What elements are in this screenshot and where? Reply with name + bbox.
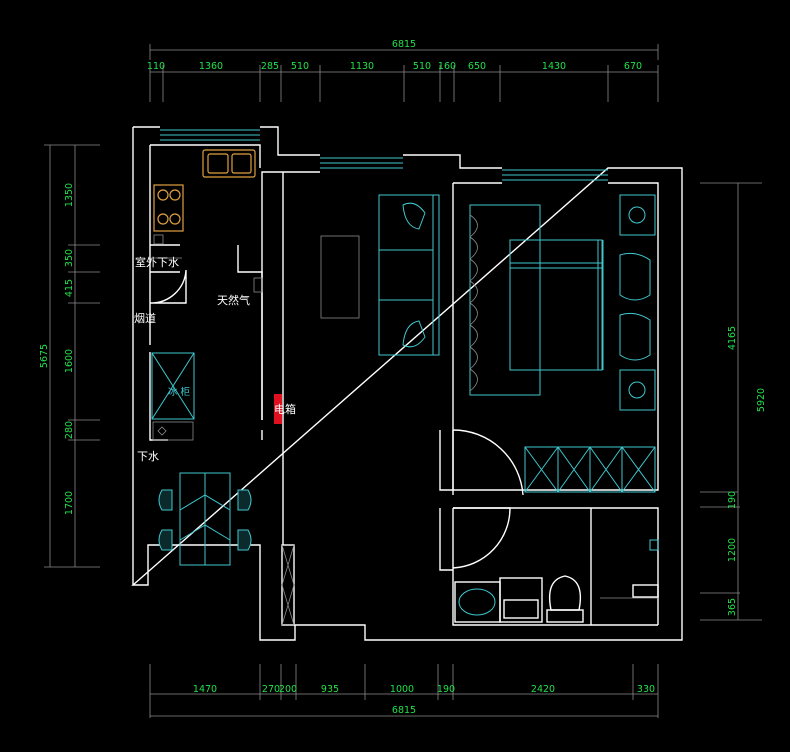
outdoor-drain-label: 室外下水: [135, 255, 179, 269]
bottom-dim-4: 935: [321, 684, 339, 695]
bottom-dim-5: 1000: [390, 684, 414, 695]
electric-box: [274, 394, 282, 424]
bottom-dim-6: 190: [437, 684, 455, 695]
tv-cabinet: [320, 235, 360, 319]
fridge-icon: 冰 柜: [151, 352, 195, 420]
fridge-label: 冰 柜: [168, 386, 191, 398]
top-dim-2: 1360: [199, 61, 223, 72]
wardrobe: [524, 446, 656, 493]
top-dim-4: 510: [291, 61, 309, 72]
right-dim-1: 190: [727, 491, 738, 509]
washing-machine: [499, 577, 543, 623]
flue-label: 烟道: [134, 311, 156, 325]
bottom-dimension-group: 1470 270 200 935 1000 190 2420 330 6815: [149, 664, 659, 718]
left-dim-2: 350: [64, 249, 75, 267]
drain-label: 下水: [137, 450, 159, 463]
gas-label: 天然气: [217, 293, 250, 307]
bottom-dim-2: 270: [262, 684, 280, 695]
sofa: [378, 194, 440, 356]
right-dimension-group: 5920 4165 190 1200 365: [700, 182, 767, 621]
drain-icon: [152, 421, 194, 441]
top-dim-9: 1430: [542, 61, 566, 72]
bottom-dim-1: 1470: [193, 684, 217, 695]
gas-meter: [253, 277, 263, 293]
stove-icon: [153, 184, 184, 232]
bottom-dim-7: 2420: [531, 684, 555, 695]
kitchen-sink: [202, 149, 256, 178]
dining-table: [158, 472, 252, 566]
left-dimension-group: 5675 1350 350 415 1600 280 1700: [39, 144, 100, 568]
left-dim-6: 1700: [64, 491, 75, 515]
left-dim-3: 415: [64, 279, 75, 297]
top-dimension-group: 6815 110 1360 285 510 1130 510 160 650 1…: [147, 39, 659, 102]
top-dim-10: 670: [624, 61, 642, 72]
bottom-total-dimension: 6815: [392, 705, 416, 716]
top-total-dimension: 6815: [392, 39, 416, 50]
right-dim-2: 1200: [727, 538, 738, 562]
top-dim-7: 160: [438, 61, 456, 72]
bed: [469, 194, 656, 411]
washbasin: [454, 581, 501, 623]
toilet: [546, 575, 584, 623]
electric-box-label: 电箱: [274, 402, 296, 416]
drain-box: [153, 234, 164, 245]
bottom-dim-3: 200: [279, 684, 297, 695]
left-dim-1: 1350: [64, 183, 75, 207]
top-dim-8: 650: [468, 61, 486, 72]
top-dim-6: 510: [413, 61, 431, 72]
right-dim-3: 365: [727, 598, 738, 616]
right-total-dimension: 5920: [756, 388, 767, 412]
left-dim-5: 280: [64, 421, 75, 439]
walls: [131, 126, 683, 641]
flue-shaft: [149, 269, 187, 304]
bottom-dim-8: 330: [637, 684, 655, 695]
shower-icon: [632, 539, 659, 598]
left-total-dimension: 5675: [39, 344, 50, 368]
top-dim-5: 1130: [350, 61, 374, 72]
left-dim-4: 1600: [64, 349, 75, 373]
top-dim-1: 110: [147, 61, 165, 72]
top-dim-3: 285: [261, 61, 279, 72]
right-upper-dimension: 4165: [727, 326, 738, 350]
